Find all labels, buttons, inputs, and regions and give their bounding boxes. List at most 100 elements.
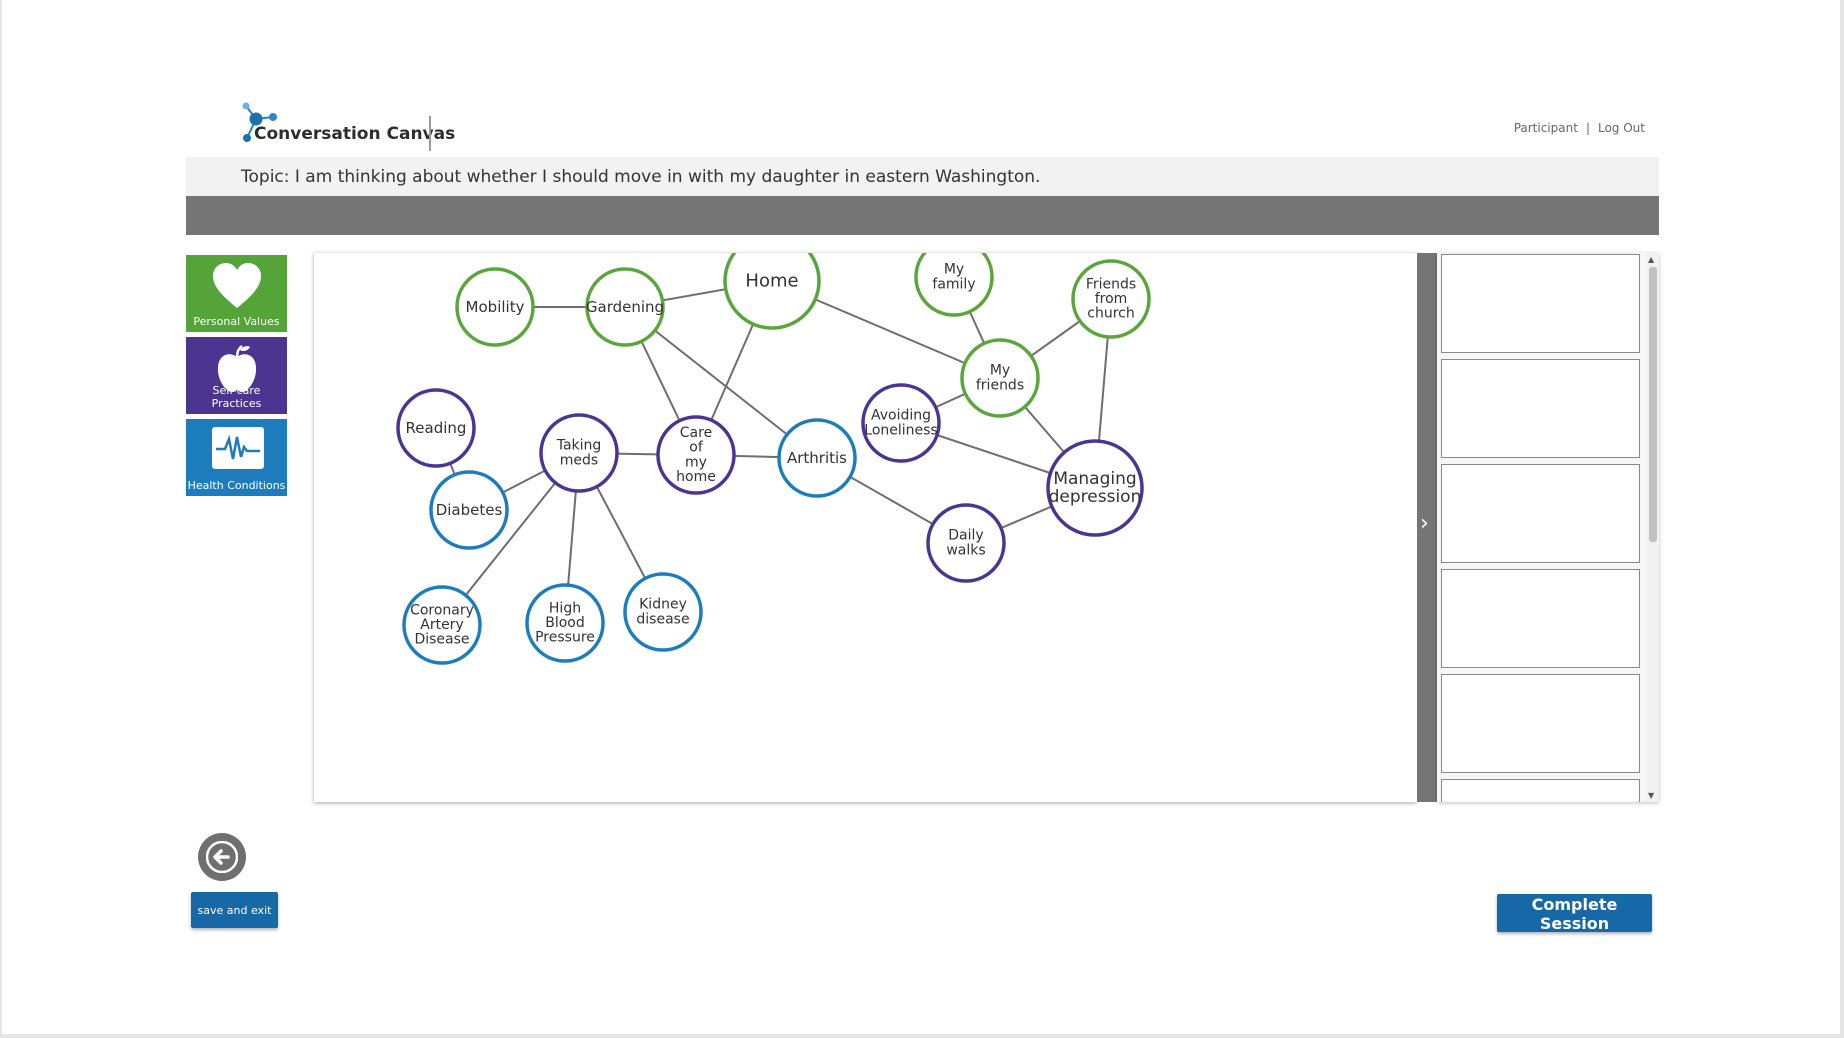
panel-slot[interactable] bbox=[1441, 464, 1640, 563]
node-circle bbox=[585, 267, 665, 347]
window-border-right bbox=[1840, 0, 1844, 1038]
node-circle bbox=[914, 253, 994, 317]
node-label: Loneliness bbox=[864, 422, 937, 438]
health-conditions-button[interactable]: Health Conditions bbox=[186, 419, 287, 496]
scroll-up-icon[interactable]: ▲ bbox=[1648, 255, 1655, 264]
node-label: Reading bbox=[406, 419, 467, 437]
side-panel-scrollbar[interactable]: ▲ ▼ bbox=[1646, 253, 1659, 802]
toolbar-strip bbox=[186, 196, 1659, 235]
node-label: Diabetes bbox=[436, 501, 503, 519]
node-circle bbox=[402, 585, 482, 665]
node-home[interactable]: Home bbox=[723, 253, 821, 330]
node-label: church bbox=[1087, 306, 1134, 322]
node-label: depression bbox=[1049, 487, 1142, 507]
node-arthritis[interactable]: Arthritis bbox=[777, 418, 857, 498]
node-mobility[interactable]: Mobility bbox=[455, 267, 535, 347]
panel-slot[interactable] bbox=[1441, 254, 1640, 353]
node-circle bbox=[623, 572, 703, 652]
node-label: meds bbox=[560, 452, 598, 468]
node-circle bbox=[656, 415, 736, 495]
side-panel[interactable] bbox=[1437, 253, 1659, 802]
node-label: home bbox=[676, 469, 716, 485]
node-label: Artery bbox=[420, 617, 463, 633]
node-label: Friends bbox=[1086, 276, 1136, 292]
logout-link[interactable]: Log Out bbox=[1597, 121, 1645, 135]
node-diabetes[interactable]: Diabetes bbox=[429, 470, 509, 550]
node-label: family bbox=[932, 276, 975, 292]
node-label: Blood bbox=[545, 615, 585, 631]
chevron-right-icon: › bbox=[1420, 511, 1429, 536]
personal-values-label: Personal Values bbox=[193, 315, 280, 328]
heartbeat-monitor-icon bbox=[212, 427, 264, 469]
node-label: Mobility bbox=[466, 298, 525, 316]
node-label: from bbox=[1095, 291, 1128, 307]
panel-slot[interactable] bbox=[1441, 674, 1640, 773]
node-label: My bbox=[990, 363, 1010, 379]
node-label: Pressure bbox=[535, 630, 595, 646]
node-circle bbox=[861, 383, 941, 463]
node-label: walks bbox=[946, 542, 985, 558]
scrollbar-thumb[interactable] bbox=[1649, 267, 1657, 542]
header-divider bbox=[429, 116, 431, 151]
scroll-down-icon[interactable]: ▼ bbox=[1648, 791, 1655, 800]
node-label: My bbox=[944, 262, 964, 278]
back-arrow-icon bbox=[206, 841, 238, 873]
node-label: Avoiding bbox=[871, 408, 931, 424]
node-circle bbox=[1071, 259, 1151, 339]
node-reading[interactable]: Reading bbox=[396, 388, 476, 468]
node-circle bbox=[525, 583, 605, 663]
self-care-practices-button[interactable]: Self-care Practices bbox=[186, 337, 287, 414]
topic-bar: Topic: I am thinking about whether I sho… bbox=[186, 157, 1659, 196]
node-label: High bbox=[549, 600, 581, 616]
node-circle bbox=[396, 388, 476, 468]
topic-text: Topic: I am thinking about whether I sho… bbox=[241, 167, 1041, 187]
panel-slot[interactable] bbox=[1441, 359, 1640, 458]
node-label: Disease bbox=[414, 632, 469, 648]
node-circle bbox=[429, 470, 509, 550]
health-conditions-label: Health Conditions bbox=[187, 479, 286, 492]
personal-values-button[interactable]: Personal Values bbox=[186, 255, 287, 332]
save-and-exit-button[interactable]: save and exit bbox=[191, 892, 278, 928]
window-border-bottom bbox=[0, 1034, 1844, 1038]
node-label: Managing bbox=[1053, 469, 1136, 489]
heart-icon bbox=[213, 263, 261, 308]
self-care-practices-label: Self-care Practices bbox=[211, 384, 262, 410]
window-border-left bbox=[0, 0, 2, 1038]
panel-toggle-button[interactable]: › bbox=[1417, 253, 1437, 802]
complete-session-button[interactable]: Complete Session bbox=[1497, 894, 1652, 933]
node-label: Taking bbox=[556, 438, 602, 454]
back-button[interactable] bbox=[198, 833, 246, 881]
node-label: Care bbox=[680, 425, 712, 441]
panel-slot[interactable] bbox=[1441, 779, 1640, 802]
node-label: of bbox=[689, 440, 704, 456]
node-label: friends bbox=[976, 377, 1024, 393]
participant-link[interactable]: Participant bbox=[1513, 121, 1578, 135]
node-circle bbox=[960, 338, 1040, 418]
link-separator: | bbox=[1585, 121, 1590, 135]
node-circle bbox=[723, 253, 821, 330]
node-label: my bbox=[685, 454, 707, 470]
node-circle bbox=[539, 413, 619, 493]
node-circle bbox=[1046, 439, 1144, 537]
header-links: Participant | Log Out bbox=[1510, 121, 1649, 135]
node-label: Home bbox=[745, 271, 798, 292]
node-label: Kidney bbox=[639, 597, 687, 613]
panel-slot[interactable] bbox=[1441, 569, 1640, 668]
node-label: disease bbox=[636, 611, 689, 627]
node-gardening[interactable]: Gardening bbox=[585, 267, 665, 347]
node-label: Arthritis bbox=[787, 449, 847, 467]
app-title: Conversation Canvas bbox=[254, 124, 456, 144]
